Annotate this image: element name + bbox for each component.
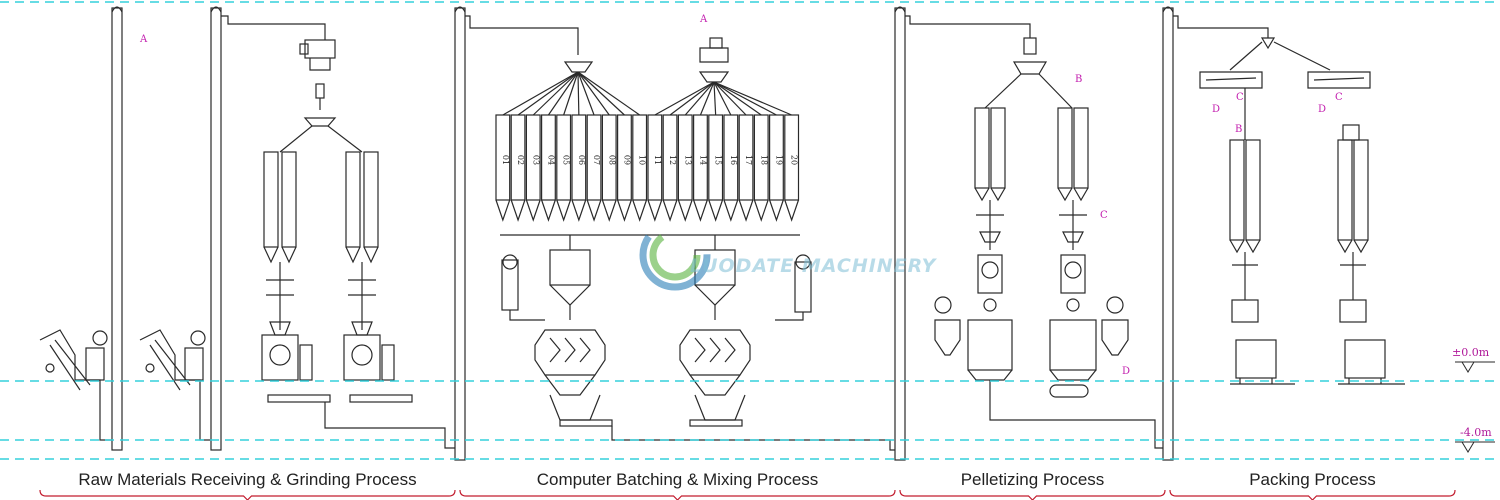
level-lines bbox=[0, 1, 1500, 460]
stage-label-pellet: Pelletizing Process bbox=[960, 470, 1105, 489]
bucket-elevator-4 bbox=[894, 6, 1031, 461]
marker-D-7: D bbox=[1212, 104, 1220, 115]
pit-level-label: -4.0m bbox=[1460, 426, 1492, 439]
marker-A-0: A bbox=[139, 34, 148, 45]
brand-logo bbox=[639, 219, 711, 291]
packing-line-left bbox=[1229, 88, 1295, 385]
bin-07: 07 bbox=[577, 71, 602, 222]
bin-number-13: 13 bbox=[683, 155, 692, 165]
bin-number-08: 08 bbox=[607, 155, 616, 165]
bin-number-16: 16 bbox=[729, 155, 738, 165]
pre-cleaner bbox=[279, 39, 363, 153]
bin-number-05: 05 bbox=[562, 155, 571, 165]
bin-number-20: 20 bbox=[790, 155, 799, 165]
bin-09: 09 bbox=[577, 71, 632, 222]
bin-02: 02 bbox=[510, 71, 579, 222]
receiving-pit-1 bbox=[39, 329, 112, 441]
marker-C-6: C bbox=[1335, 92, 1343, 103]
pit-level-triangle bbox=[1455, 441, 1495, 453]
batching-bins: 01 02 03 04 05 06 07 08 09 10 11 12 13 14 15 16 17 18 19 20 bbox=[495, 71, 800, 250]
stage-brace-raw bbox=[39, 489, 456, 500]
stage-label-raw: Raw Materials Receiving & Grinding Proce… bbox=[78, 470, 417, 489]
bin-number-18: 18 bbox=[759, 155, 768, 165]
bin-06: 06 bbox=[571, 71, 587, 222]
marker-B-5: B bbox=[1235, 124, 1242, 135]
receiving-pit-2 bbox=[139, 329, 211, 441]
ground-level-triangle bbox=[1455, 361, 1495, 373]
bin-number-09: 09 bbox=[622, 155, 631, 165]
batching-scale-2 bbox=[694, 249, 812, 321]
bin-number-10: 10 bbox=[638, 155, 647, 165]
marker-A-1: A bbox=[699, 14, 708, 25]
bin-12: 12 bbox=[662, 81, 715, 222]
stage-label-pack: Packing Process bbox=[1249, 470, 1376, 489]
bin-05: 05 bbox=[556, 71, 579, 222]
batching-distributor bbox=[563, 37, 730, 83]
bin-number-04: 04 bbox=[546, 155, 555, 165]
pellet-return-line bbox=[989, 380, 1163, 449]
bucket-elevator-2 bbox=[210, 6, 326, 451]
bin-13: 13 bbox=[677, 81, 715, 222]
level-symbols bbox=[1455, 361, 1495, 453]
bin-08: 08 bbox=[577, 71, 617, 222]
stage-braces bbox=[39, 489, 1456, 500]
bin-14: 14 bbox=[692, 81, 715, 222]
marker-C-8: C bbox=[1236, 92, 1244, 103]
pellet-line-left bbox=[934, 107, 1013, 381]
bin-number-01: 01 bbox=[501, 155, 510, 165]
bin-number-19: 19 bbox=[774, 155, 783, 165]
grinder-conveyor bbox=[267, 394, 455, 449]
marker-B-2: B bbox=[1075, 74, 1082, 85]
bin-number-07: 07 bbox=[592, 155, 601, 165]
stage-brace-pellet bbox=[899, 489, 1166, 500]
bin-16: 16 bbox=[713, 81, 739, 222]
bin-11: 11 bbox=[647, 81, 715, 222]
bin-20: 20 bbox=[713, 81, 800, 222]
bin-01: 01 bbox=[495, 71, 579, 222]
mixer-1 bbox=[534, 329, 606, 421]
bin-number-14: 14 bbox=[698, 155, 707, 165]
mixer-conveyor bbox=[559, 419, 895, 451]
bin-19: 19 bbox=[713, 81, 784, 222]
grinding-silo-right bbox=[343, 151, 395, 381]
bin-18: 18 bbox=[713, 81, 769, 222]
ground-level-label: ±0.0m bbox=[1452, 346, 1490, 359]
watermark-text: LUODATE MACHINERY bbox=[690, 255, 937, 277]
pellet-line-right bbox=[1049, 107, 1129, 398]
bin-number-02: 02 bbox=[516, 155, 525, 165]
bin-17: 17 bbox=[713, 81, 754, 222]
bin-number-15: 15 bbox=[714, 155, 723, 165]
bin-number-06: 06 bbox=[577, 155, 586, 165]
bin-03: 03 bbox=[525, 71, 579, 222]
bucket-elevator-1 bbox=[111, 6, 123, 451]
bucket-elevator-3 bbox=[454, 6, 579, 461]
bin-number-12: 12 bbox=[668, 155, 677, 165]
batching-scale-1 bbox=[501, 249, 591, 321]
marker-D-4: D bbox=[1122, 366, 1130, 377]
bin-15: 15 bbox=[708, 81, 724, 222]
packing-line-right bbox=[1337, 124, 1405, 385]
stage-brace-batch bbox=[459, 489, 896, 500]
bin-number-17: 17 bbox=[744, 155, 753, 165]
bucket-elevator-5 bbox=[1162, 6, 1269, 461]
marker-D-9: D bbox=[1318, 104, 1326, 115]
stage-brace-pack bbox=[1169, 489, 1456, 500]
bin-04: 04 bbox=[540, 71, 579, 222]
pellet-distributor bbox=[984, 37, 1073, 109]
bin-number-11: 11 bbox=[653, 155, 662, 165]
stage-label-batch: Computer Batching & Mixing Process bbox=[536, 470, 819, 489]
mixer-2 bbox=[679, 329, 751, 421]
bin-10: 10 bbox=[577, 71, 648, 222]
grinding-silo-left bbox=[261, 151, 313, 381]
bin-number-03: 03 bbox=[531, 155, 540, 165]
packing-distributor bbox=[1199, 37, 1371, 89]
marker-C-3: C bbox=[1100, 210, 1108, 221]
